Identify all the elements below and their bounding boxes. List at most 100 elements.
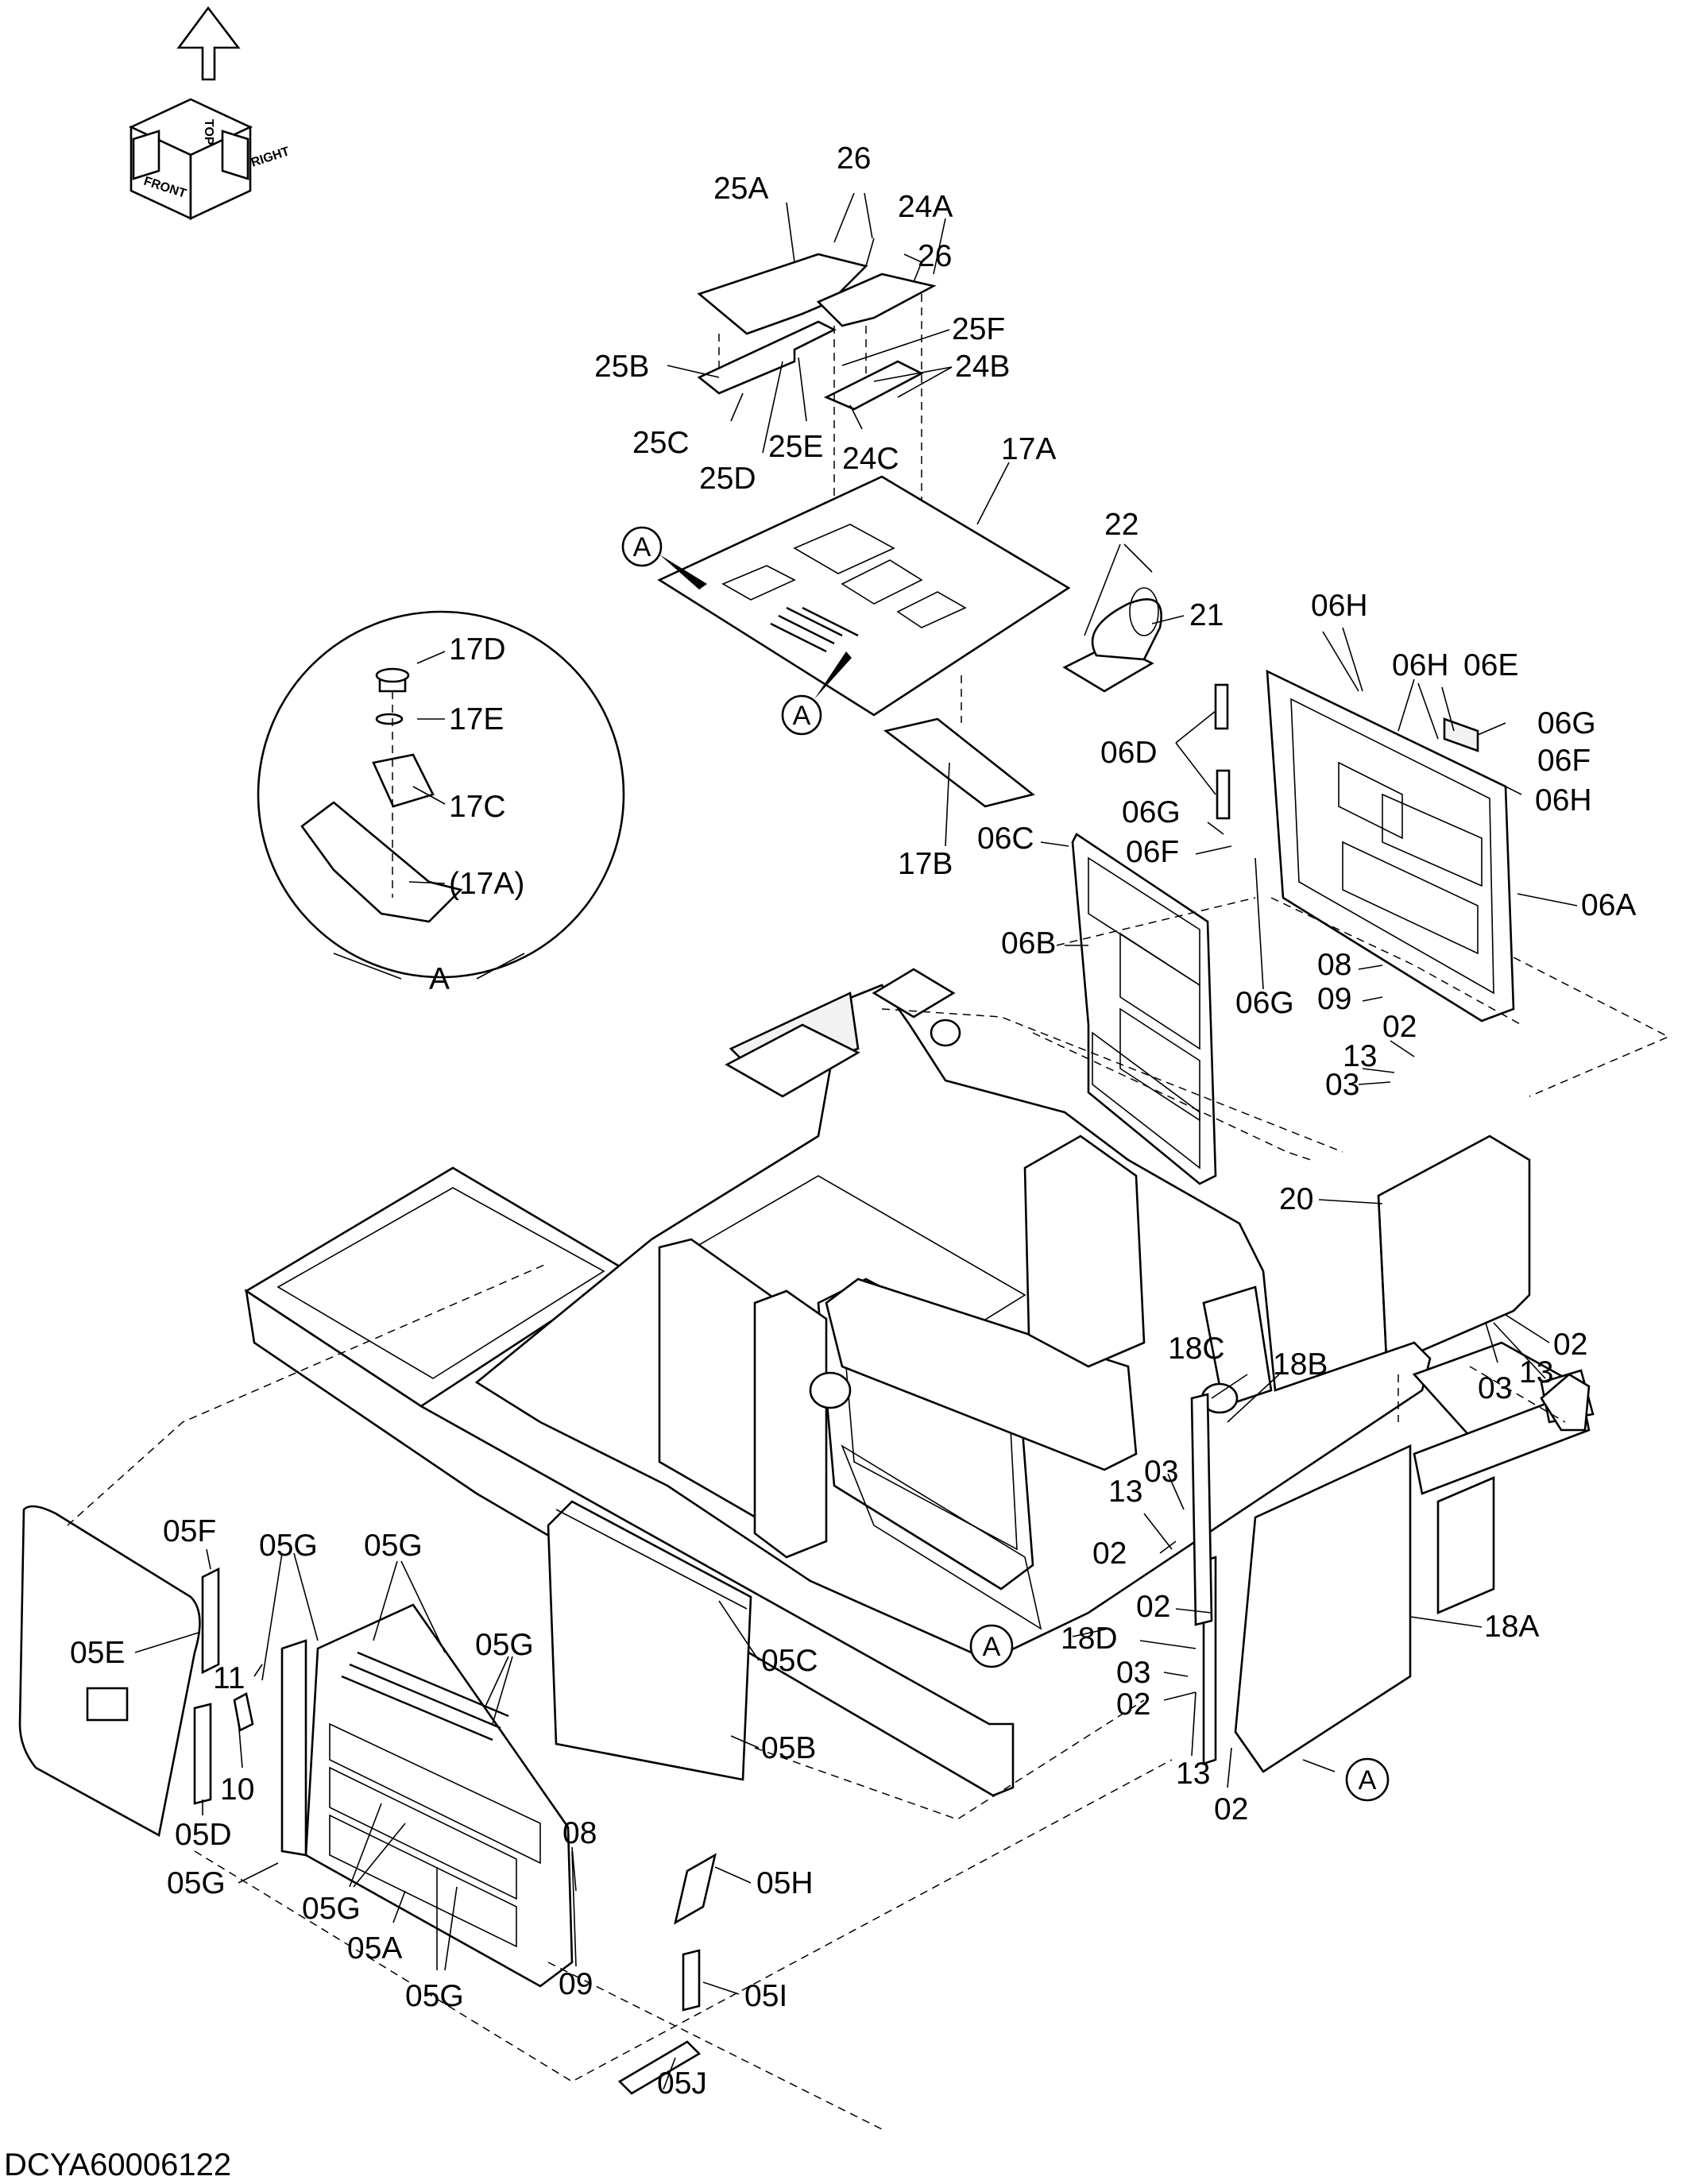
detail-label-17C: 17C bbox=[449, 790, 506, 824]
floor-plate-slots bbox=[770, 606, 859, 653]
grille-slots-icon bbox=[341, 1651, 509, 1741]
part-06E bbox=[1443, 717, 1479, 752]
label-20: 20 bbox=[1279, 1182, 1313, 1216]
label-06G: 06G bbox=[1122, 795, 1181, 829]
assembly-guide-lines bbox=[67, 897, 1670, 2130]
label-05C: 05C bbox=[761, 1644, 818, 1678]
svg-text:A: A bbox=[1359, 1765, 1377, 1796]
label-24C: 24C bbox=[842, 442, 899, 476]
label-06A: 06A bbox=[1581, 888, 1636, 922]
strip-05I bbox=[682, 1949, 701, 2012]
svg-text:A: A bbox=[793, 701, 811, 731]
leader-lines bbox=[134, 192, 1578, 2090]
svg-text:A: A bbox=[633, 532, 651, 562]
detail-label-17A-ref: (17A) bbox=[449, 867, 524, 901]
label-25B: 25B bbox=[594, 350, 649, 384]
handle-icon bbox=[86, 1687, 129, 1722]
strip-05H bbox=[674, 1853, 717, 1925]
label-26: 26 bbox=[837, 141, 871, 176]
svg-text:A: A bbox=[983, 1632, 1001, 1662]
detail-label-17E: 17E bbox=[449, 702, 504, 736]
mat-24A bbox=[816, 273, 937, 327]
label-05A: 05A bbox=[347, 1931, 402, 1966]
label-24A: 24A bbox=[898, 190, 953, 224]
label-02: 02 bbox=[1092, 1537, 1127, 1571]
label-13: 13 bbox=[1108, 1475, 1142, 1509]
label-05G: 05G bbox=[405, 1979, 464, 2013]
label-08: 08 bbox=[562, 1816, 597, 1850]
label-10: 10 bbox=[220, 1772, 254, 1807]
label-08: 08 bbox=[1317, 948, 1351, 982]
label-18A: 18A bbox=[1484, 1610, 1539, 1644]
door-05B bbox=[547, 1500, 752, 1781]
label-24B: 24B bbox=[955, 350, 1010, 384]
label-03: 03 bbox=[1325, 1068, 1359, 1102]
part-labels: 26 25A 24A 26 25B 25F 24B 25C 25E 24C 25… bbox=[70, 141, 1636, 2101]
detail-labels: 17D 17E 17C (17A) A bbox=[429, 632, 524, 996]
compass-right-label: RIGHT bbox=[249, 145, 292, 170]
side-panel-06A bbox=[1266, 669, 1515, 1022]
orientation-compass-icon: FRONT TOP RIGHT bbox=[128, 6, 292, 221]
seal-18D bbox=[1190, 1393, 1213, 1626]
view-callout-A-4: A bbox=[1345, 1757, 1390, 1802]
floor-mat-assembly bbox=[657, 238, 1071, 808]
cover-panel-20 bbox=[1377, 1135, 1531, 1364]
label-02: 02 bbox=[1553, 1328, 1587, 1362]
mat-24B bbox=[823, 360, 924, 411]
label-02: 02 bbox=[1136, 1590, 1170, 1624]
label-06E: 06E bbox=[1463, 648, 1518, 682]
label-06H: 06H bbox=[1535, 783, 1592, 818]
mat-25B bbox=[697, 320, 837, 395]
label-13: 13 bbox=[1343, 1039, 1377, 1073]
strip-05F bbox=[201, 1567, 220, 1675]
label-05F: 05F bbox=[163, 1514, 216, 1548]
label-18D: 18D bbox=[1061, 1622, 1118, 1656]
label-06G: 06G bbox=[1537, 706, 1596, 740]
label-09: 09 bbox=[1317, 982, 1351, 1016]
label-05J: 05J bbox=[657, 2066, 707, 2101]
door-06B bbox=[1071, 833, 1217, 1185]
label-05D: 05D bbox=[175, 1818, 232, 1852]
label-25D: 25D bbox=[699, 462, 756, 496]
label-05I: 05I bbox=[744, 1979, 787, 2013]
strip-05D bbox=[193, 1703, 212, 1805]
label-02: 02 bbox=[1214, 1792, 1248, 1826]
label-02: 02 bbox=[1382, 1010, 1417, 1044]
floor-plate-17A bbox=[657, 475, 1071, 717]
label-25E: 25E bbox=[768, 430, 823, 464]
label-03: 03 bbox=[1144, 1455, 1178, 1489]
view-callout-A-3: A bbox=[969, 1624, 1014, 1668]
label-06C: 06C bbox=[977, 821, 1034, 856]
label-03: 03 bbox=[1116, 1656, 1150, 1690]
detail-view-title: A bbox=[429, 962, 450, 996]
side-door-05E bbox=[18, 1505, 201, 1837]
label-18B: 18B bbox=[1273, 1347, 1328, 1382]
label-25C: 25C bbox=[632, 426, 690, 460]
label-13: 13 bbox=[1176, 1757, 1210, 1791]
label-06F: 06F bbox=[1126, 835, 1179, 869]
strip-06D bbox=[1214, 683, 1231, 820]
label-05G: 05G bbox=[167, 1866, 226, 1900]
label-06H: 06H bbox=[1311, 589, 1368, 623]
label-13: 13 bbox=[1519, 1355, 1553, 1390]
label-03: 03 bbox=[1478, 1371, 1512, 1405]
duct-21 bbox=[1062, 587, 1162, 693]
label-22: 22 bbox=[1104, 508, 1139, 542]
label-09: 09 bbox=[559, 1967, 593, 2001]
label-06D: 06D bbox=[1100, 736, 1158, 770]
grille-door-05A bbox=[280, 1603, 574, 1988]
label-06H: 06H bbox=[1392, 648, 1449, 682]
label-05B: 05B bbox=[761, 1731, 816, 1765]
hinge-10 bbox=[233, 1692, 254, 1732]
view-callout-A-2: A bbox=[781, 651, 852, 736]
label-11: 11 bbox=[213, 1661, 245, 1695]
label-21: 21 bbox=[1189, 598, 1224, 632]
label-26: 26 bbox=[918, 239, 952, 273]
compass-top-label: TOP bbox=[202, 119, 215, 145]
strip-05J bbox=[617, 2040, 702, 2095]
label-02: 02 bbox=[1116, 1687, 1150, 1722]
label-05G: 05G bbox=[475, 1628, 534, 1662]
label-05G: 05G bbox=[259, 1529, 318, 1563]
